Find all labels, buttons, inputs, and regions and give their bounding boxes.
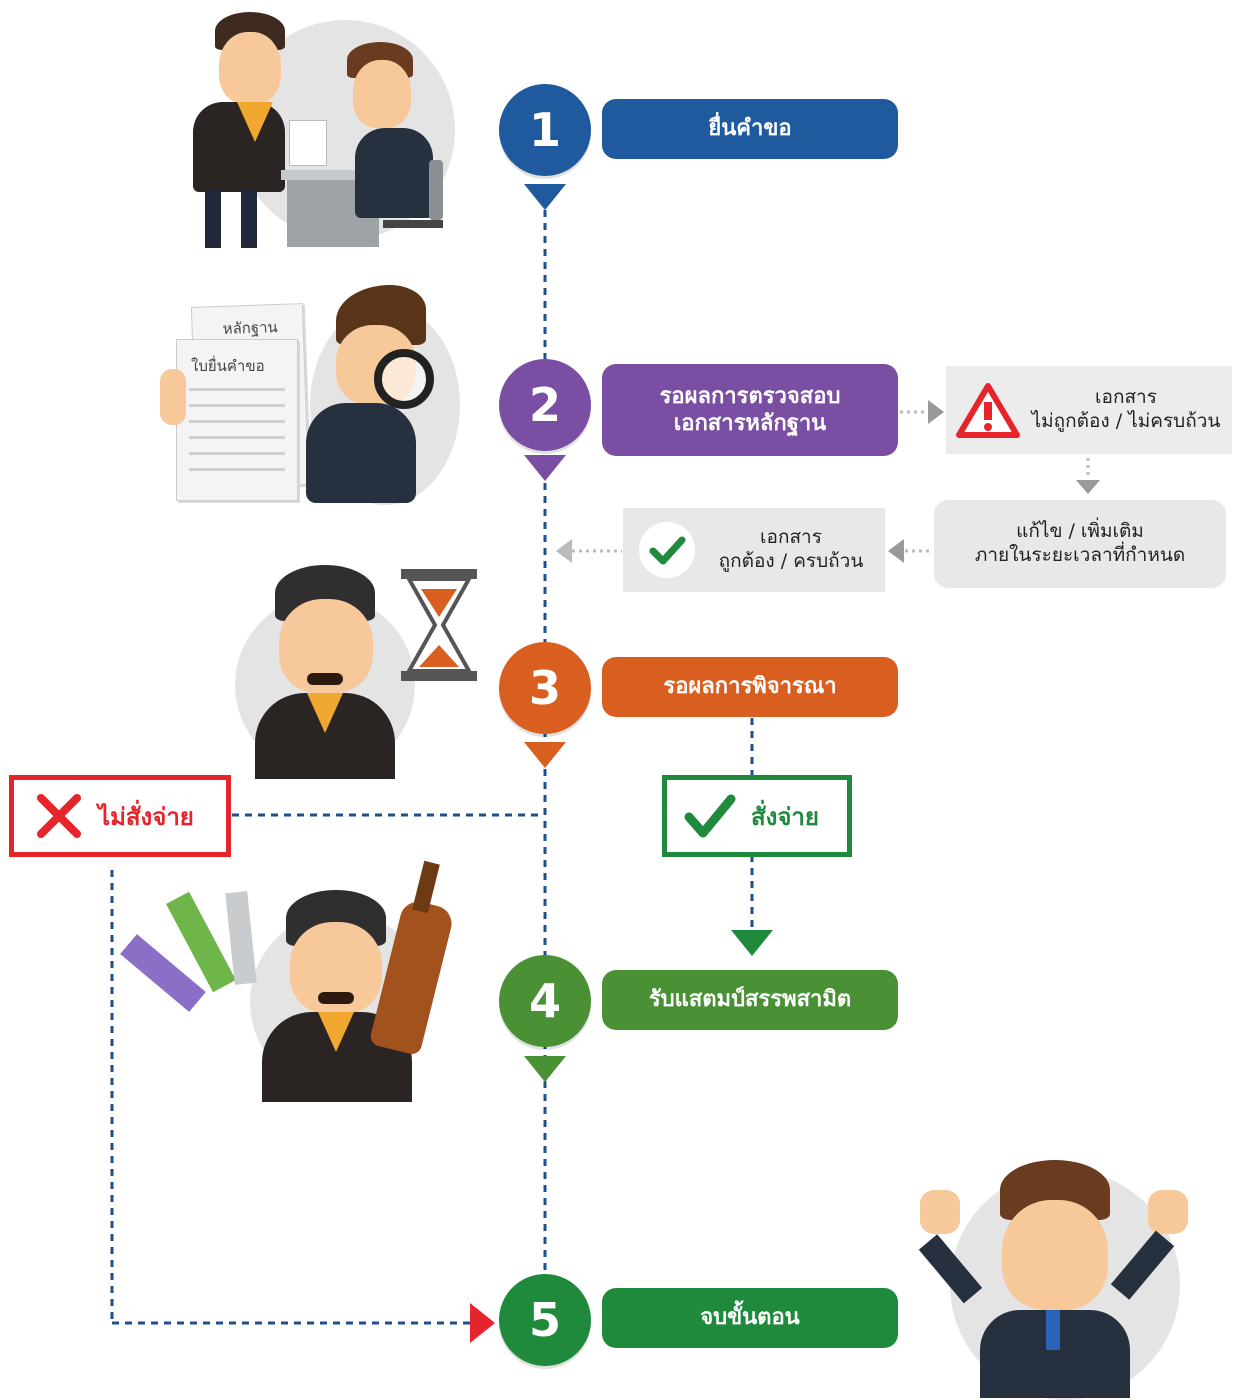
step-2-label: รอผลการตรวจสอบ เอกสารหลักฐาน — [602, 364, 898, 456]
approve-label: สั่งจ่าย — [751, 802, 819, 831]
step-3-circle: 3 — [499, 642, 591, 734]
invalid-docs-box: เอกสาร ไม่ถูกต้อง / ไม่ครบถ้วน — [946, 366, 1232, 454]
arrow-to-invalid — [928, 400, 944, 424]
warning-icon — [956, 383, 1020, 438]
reject-box: ไม่สั่งจ่าย — [9, 775, 231, 857]
step-4-label: รับแสตมป์สรรพสามิต — [602, 970, 898, 1030]
step-1-label: ยื่นคำขอ — [602, 99, 898, 159]
reject-label: ไม่สั่งจ่าย — [98, 802, 194, 831]
fix-docs-text: แก้ไข / เพิ่มเติม ภายในระยะเวลาที่กำหนด — [974, 520, 1186, 566]
valid-docs-text: เอกสาร ถูกต้อง / ครบถ้วน — [718, 526, 864, 572]
arrow-step-1 — [524, 184, 566, 210]
step-3-label: รอผลการพิจารณา — [602, 657, 898, 717]
invalid-docs-text: เอกสาร ไม่ถูกต้อง / ไม่ครบถ้วน — [1031, 386, 1221, 432]
step-2-circle: 2 — [499, 359, 591, 451]
hourglass-icon — [401, 569, 477, 681]
arrow-step-3 — [524, 742, 566, 768]
illustration-waiting — [235, 565, 480, 780]
arrow-to-step-5 — [470, 1303, 495, 1343]
step-5-circle: 5 — [499, 1274, 591, 1366]
arrow-to-valid — [888, 539, 904, 563]
application-form-paper: ใบยื่นคำขอ — [176, 339, 298, 501]
step-5-label: จบขั้นตอน — [602, 1288, 898, 1348]
arrow-to-fix — [1076, 480, 1100, 494]
approve-box: สั่งจ่าย — [662, 775, 852, 857]
arrow-to-main — [556, 539, 572, 563]
arrow-step-2 — [524, 455, 566, 481]
step-1-circle: 1 — [499, 84, 591, 176]
illustration-receive-stamps — [120, 860, 470, 1104]
fix-docs-box: แก้ไข / เพิ่มเติม ภายในระยะเวลาที่กำหนด — [934, 500, 1226, 588]
arrow-to-step-4 — [731, 930, 773, 956]
illustration-document-check: หลักฐาน ใบยื่นคำขอ — [160, 285, 460, 515]
step-2-number: 2 — [528, 378, 561, 432]
step-1-number: 1 — [528, 103, 561, 157]
illustration-complete — [918, 1160, 1190, 1400]
application-form-label: ใบยื่นคำขอ — [191, 357, 265, 375]
step-5-number: 5 — [528, 1293, 561, 1347]
cross-icon — [37, 794, 81, 838]
checkmark-icon — [684, 794, 736, 838]
step-3-number: 3 — [528, 661, 561, 715]
valid-docs-box: เอกสาร ถูกต้อง / ครบถ้วน — [623, 508, 885, 592]
step-4-circle: 4 — [499, 955, 591, 1047]
arrow-step-4 — [524, 1056, 566, 1082]
checkmark-icon — [639, 522, 695, 578]
step-4-number: 4 — [528, 974, 561, 1028]
illustration-submit-request — [185, 10, 465, 250]
magnifier-icon — [374, 349, 434, 409]
evidence-label: หลักฐาน — [222, 317, 279, 338]
